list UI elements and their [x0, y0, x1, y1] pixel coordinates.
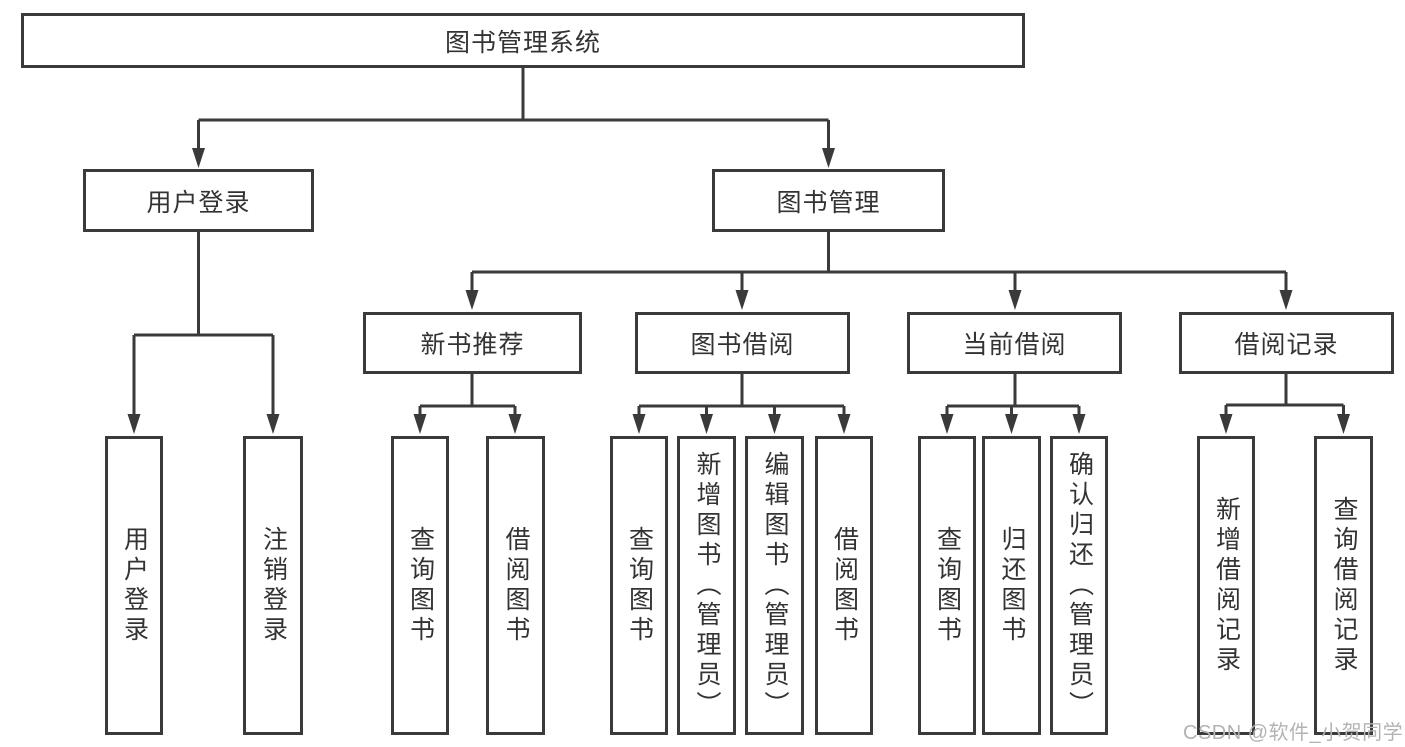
- node-current-borrowing: 当前借阅: [907, 312, 1122, 374]
- leaf-borrow-books-newbook-label: 借阅图书: [502, 525, 530, 646]
- leaf-query-books-borrowing: 查询图书: [610, 436, 668, 735]
- node-root-label: 图书管理系统: [444, 28, 601, 57]
- leaf-edit-book-admin: 编辑图书（管理员）: [745, 436, 804, 735]
- leaf-query-borrow-record-label: 查询借阅记录: [1330, 495, 1358, 676]
- node-book-management: 图书管理: [712, 169, 945, 232]
- node-new-book-recommend-label: 新书推荐: [420, 331, 525, 359]
- leaf-query-borrow-record: 查询借阅记录: [1314, 436, 1373, 735]
- leaf-confirm-return-admin: 确认归还（管理员）: [1050, 436, 1108, 735]
- connector-new-book-to-leaves: [413, 374, 522, 434]
- leaf-borrow-books-borrowing-label: 借阅图书: [830, 525, 859, 646]
- leaf-query-books-current-label: 查询图书: [933, 525, 962, 646]
- leaf-query-books-current: 查询图书: [918, 436, 976, 735]
- leaf-add-book-admin-label: 新增图书（管理员）: [693, 450, 721, 721]
- csdn-watermark: CSDN @软件_小贺同学: [1183, 722, 1404, 744]
- leaf-add-borrow-record: 新增借阅记录: [1197, 436, 1255, 735]
- node-borrowing-records-label: 借阅记录: [1234, 331, 1339, 359]
- connector-book-borrow-to-leaves: [632, 374, 851, 434]
- leaf-add-book-admin: 新增图书（管理员）: [677, 436, 736, 735]
- leaf-user-login: 用户登录: [105, 436, 163, 735]
- connector-book-mgmt-to-level2: [465, 232, 1293, 310]
- node-borrowing-records: 借阅记录: [1179, 312, 1394, 374]
- leaf-query-books-borrowing-label: 查询图书: [625, 525, 654, 646]
- node-book-management-label: 图书管理: [776, 188, 881, 217]
- leaf-edit-book-admin-label: 编辑图书（管理员）: [761, 450, 789, 721]
- leaf-query-books-newbook-label: 查询图书: [406, 525, 435, 646]
- node-root: 图书管理系统: [21, 13, 1025, 68]
- leaf-logout-label: 注销登录: [259, 525, 288, 646]
- leaf-confirm-return-admin-label: 确认归还（管理员）: [1065, 450, 1094, 721]
- leaf-add-borrow-record-label: 新增借阅记录: [1212, 495, 1241, 676]
- leaf-borrow-books-borrowing: 借阅图书: [815, 436, 873, 735]
- leaf-logout: 注销登录: [243, 436, 303, 735]
- connector-current-borrow-to-leaves: [940, 374, 1086, 434]
- node-book-borrowing-label: 图书借阅: [690, 331, 795, 359]
- node-new-book-recommend: 新书推荐: [363, 312, 582, 374]
- connector-borrow-record-to-leaves: [1219, 374, 1350, 434]
- leaf-return-book-label: 归还图书: [998, 525, 1026, 646]
- node-user-login-label: 用户登录: [146, 188, 251, 217]
- leaf-user-login-label: 用户登录: [120, 525, 149, 646]
- node-book-borrowing: 图书借阅: [635, 312, 850, 374]
- connector-user-login-to-leaves: [127, 232, 280, 434]
- leaf-query-books-newbook: 查询图书: [391, 436, 449, 735]
- node-current-borrowing-label: 当前借阅: [962, 331, 1067, 359]
- leaf-borrow-books-newbook: 借阅图书: [486, 436, 545, 735]
- leaf-return-book: 归还图书: [982, 436, 1041, 735]
- connector-root-to-level1: [192, 68, 835, 168]
- node-user-login: 用户登录: [83, 169, 314, 232]
